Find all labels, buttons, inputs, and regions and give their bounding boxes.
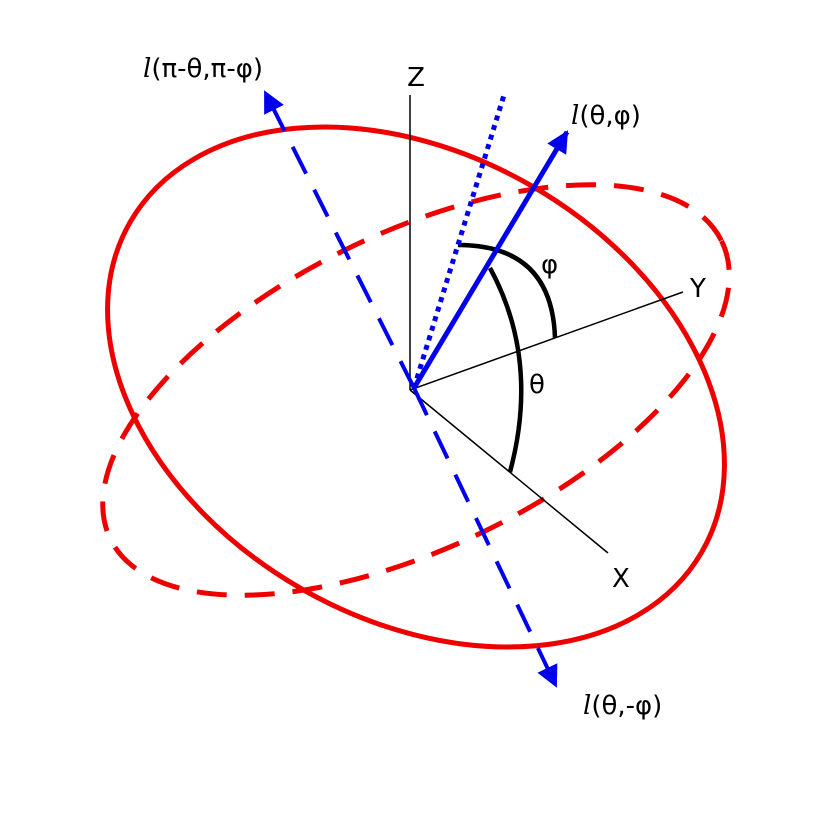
y-axis-line — [409, 291, 684, 391]
theta-label: θ — [529, 370, 545, 400]
theta-arc — [488, 266, 524, 473]
phi-arc — [457, 242, 558, 339]
x-axis-label: X — [612, 564, 630, 594]
dotted-projection-line — [411, 94, 507, 389]
opposite-vector-arrow — [263, 90, 416, 389]
opposite-vector-label: l(π-θ,π-φ) — [143, 54, 263, 84]
main-vector-label: l(θ,φ) — [571, 101, 641, 131]
reflected-vector-label: l(θ,-φ) — [583, 691, 662, 721]
main-vector-arrow — [411, 130, 570, 390]
dashed-ring — [100, 182, 732, 598]
y-axis-label: Y — [689, 274, 706, 304]
phi-label: φ — [541, 250, 558, 280]
reflected-vector-arrow — [412, 387, 558, 688]
z-axis-label: Z — [407, 63, 425, 93]
